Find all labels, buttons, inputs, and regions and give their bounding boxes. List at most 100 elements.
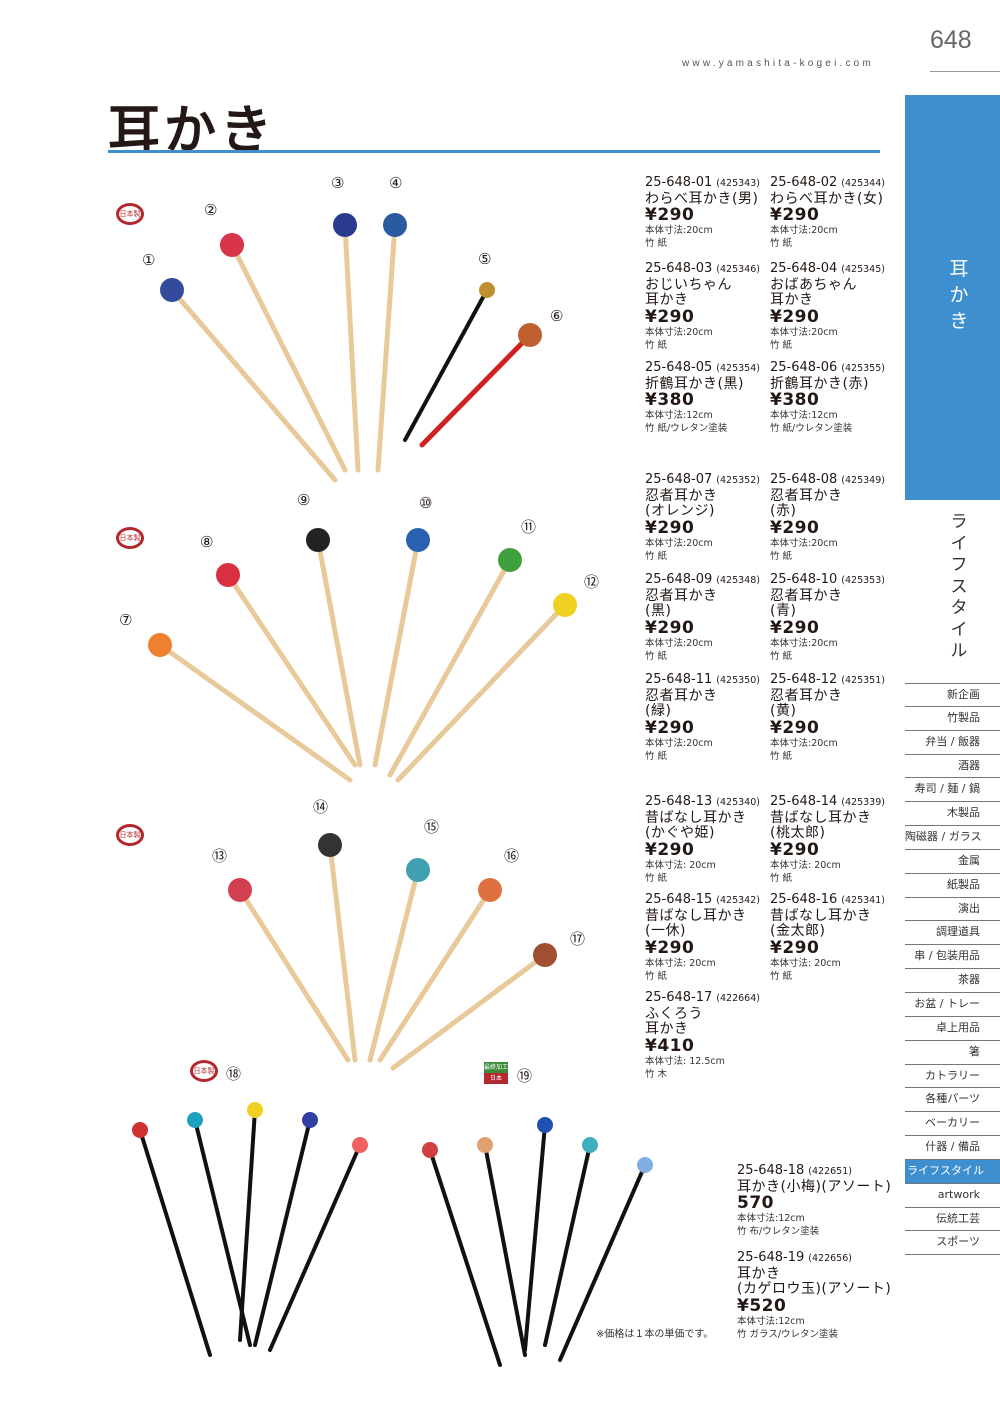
product-entry: 25-648-11(425350) 忍者耳かき (緑) ¥290 本体寸法:20… [645,672,770,763]
item-number: ⑫ [584,573,600,591]
menu-item[interactable]: 竹製品 [905,707,1000,731]
product-material: 竹 紙 [645,238,668,249]
menu-item[interactable]: スポーツ [905,1231,1000,1256]
ear-pick-stick [327,842,358,1063]
product-entry: 25-648-02(425344) わらべ耳かき(女) ¥290 本体寸法:20… [770,175,895,250]
menu-item[interactable]: 酒器 [905,755,1000,779]
product-price: ¥380 [770,390,820,410]
jan-code: (425351) [841,675,885,686]
ear-pick-head [477,1137,493,1153]
product-size: 本体寸法:20cm [770,537,838,549]
product-size: 本体寸法: 20cm [645,957,716,969]
title-underline [108,150,880,153]
category-menu: 新企画竹製品弁当 / 飯器酒器寿司 / 麺 / 鍋木製品陶磁器 / ガラス金属紙… [905,683,1000,1256]
product-code: 25-648-04 [770,261,838,276]
menu-item[interactable]: 卓上用品 [905,1017,1000,1041]
product-name: 昔ばなし耳かき (一休) [645,907,747,939]
jan-code: (422651) [808,1166,852,1177]
menu-item[interactable]: お盆 / トレー [905,993,1000,1017]
menu-item[interactable]: ベーカリー [905,1112,1000,1137]
ear-pick-stick [387,557,513,778]
menu-item[interactable]: 紙製品 [905,874,1000,898]
product-name: 忍者耳かき (緑) [645,687,718,719]
item-number: ⑪ [521,518,537,536]
menu-item[interactable]: 木製品 [905,802,1000,827]
product-name: 忍者耳かき (オレンジ) [645,487,718,519]
product-price: ¥290 [645,717,695,738]
product-price: ¥290 [645,839,695,860]
menu-item[interactable]: 箸 [905,1041,1000,1065]
ear-pick-head [582,1137,598,1153]
product-price: ¥290 [645,617,695,638]
product-entry: 25-648-12(425351) 忍者耳かき (黄) ¥290 本体寸法:20… [770,672,895,763]
ear-pick-stick [157,642,353,783]
menu-item[interactable]: 演出 [905,898,1000,922]
product-price: 570 [737,1193,774,1213]
product-entry: 25-648-07(425352) 忍者耳かき (オレンジ) ¥290 本体寸法… [645,472,770,563]
product-price: ¥380 [645,390,695,410]
menu-item[interactable]: 調理道具 [905,921,1000,946]
product-price: ¥290 [645,306,695,327]
product-code: 25-648-01 [645,175,713,190]
product-code: 25-648-09 [645,572,713,587]
ear-pick-head [478,878,502,902]
jan-code: (425340) [716,797,760,808]
ear-pick-head [498,548,522,572]
product-material: 竹 紙 [645,970,668,982]
product-size: 本体寸法:12cm [645,410,713,421]
section-tab [905,95,1000,500]
ear-pick-stick [315,537,363,768]
menu-item[interactable]: 什器 / 備品 [905,1136,1000,1160]
menu-item[interactable]: カトラリー [905,1065,1000,1089]
menu-item[interactable]: 陶磁器 / ガラス [905,826,1000,850]
made-in-japan-badge: 日本製 [116,203,144,225]
product-entry: 25-648-16(425341) 昔ばなし耳かき (金太郎) ¥290 本体寸… [770,892,895,983]
jan-code: (425345) [841,264,885,275]
product-code: 25-648-19 [737,1250,805,1265]
ear-pick-head [187,1112,203,1128]
menu-item[interactable]: 弁当 / 飯器 [905,731,1000,755]
ear-pick-stick [419,332,533,448]
product-price: ¥290 [770,517,820,538]
product-price: ¥290 [645,937,695,958]
ear-pick-head [352,1137,368,1153]
item-number: ④ [389,174,403,192]
menu-item[interactable]: 金属 [905,850,1000,874]
item-number: ⑦ [119,611,133,629]
jan-code: (425353) [841,575,885,586]
item-number: ⑧ [200,533,214,551]
final-process-badge-country: 日本 [484,1073,508,1084]
item-number: ③ [331,174,345,192]
product-material: 竹 紙/ウレタン塗装 [770,423,853,434]
menu-item[interactable]: 串 / 包装用品 [905,945,1000,970]
menu-item[interactable]: ライフスタイル [905,1159,1000,1184]
product-name: 忍者耳かき (黄) [770,687,843,719]
menu-item[interactable]: 新企画 [905,683,1000,707]
product-code: 25-648-06 [770,360,838,375]
menu-item[interactable]: 寿司 / 麺 / 鍋 [905,778,1000,803]
product-code: 25-648-07 [645,472,713,487]
final-process-badge: 最終加工 [484,1062,509,1073]
section-tab-label: 耳かき [949,258,969,332]
website-url: www.yamashita-kogei.com [682,58,874,69]
ear-pick-head [383,213,407,237]
menu-item[interactable]: artwork [905,1184,1000,1208]
made-in-japan-badge: 日本製 [116,824,144,846]
product-code: 25-648-11 [645,672,713,687]
item-number: ⑱ [226,1065,242,1083]
ear-pick-head [637,1157,653,1173]
ear-pick-stick [225,572,358,768]
product-material: 竹 ガラス/ウレタン塗装 [737,1328,839,1340]
product-entry: 25-648-03(425346) おじいちゃん 耳かき ¥290 本体寸法:2… [645,261,770,352]
ear-pick-stick [403,288,489,442]
menu-item[interactable]: 茶器 [905,969,1000,993]
product-size: 本体寸法:20cm [645,225,713,236]
product-material: 竹 紙 [770,872,793,884]
menu-item[interactable]: 各種パーツ [905,1088,1000,1113]
menu-item[interactable]: 伝統工芸 [905,1208,1000,1232]
ear-pick-stick [558,1163,647,1362]
product-price: ¥290 [645,517,695,538]
product-code: 25-648-03 [645,261,713,276]
product-entry: 25-648-15(425342) 昔ばなし耳かき (一休) ¥290 本体寸法… [645,892,770,983]
ear-pick-head [533,943,557,967]
